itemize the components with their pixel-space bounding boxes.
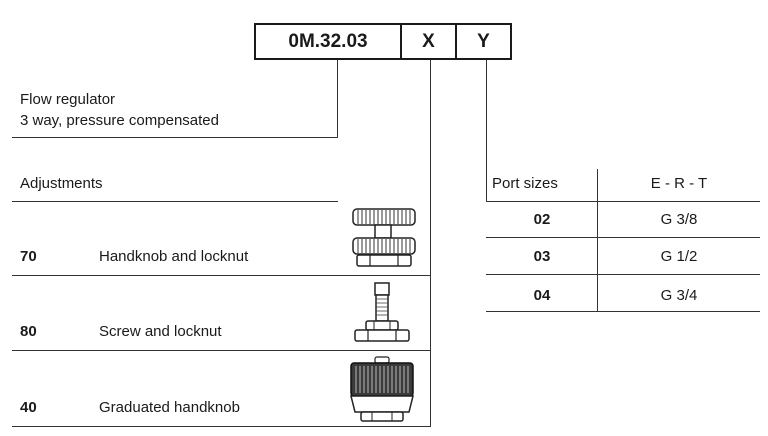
description-line-2: 3 way, pressure compensated [20, 112, 219, 129]
adjustments-heading-rule [12, 201, 338, 202]
description-line-1: Flow regulator [20, 91, 116, 108]
port-sizes-column-header: E - R - T [650, 175, 708, 192]
port-size-04: G 3/4 [660, 287, 698, 304]
code-base-text: 0M.32.03 [288, 30, 368, 52]
screw-locknut-icon [354, 282, 410, 342]
adjustment-row-divider-3 [12, 426, 431, 427]
code-x-text: X [422, 30, 435, 52]
code-x-box: X [400, 23, 457, 60]
base-leader-vertical [337, 60, 338, 137]
adjustment-code-80: 80 [20, 323, 37, 340]
graduated-handknob-icon [350, 356, 414, 422]
adjustment-row-divider-2 [12, 350, 431, 351]
port-sizes-heading: Port sizes [492, 175, 558, 192]
adjustment-label-40: Graduated handknob [99, 399, 240, 416]
port-sizes-header-rule [486, 201, 760, 202]
code-y-text: Y [477, 30, 490, 52]
port-code-03: 03 [533, 248, 551, 265]
code-base-box: 0M.32.03 [254, 23, 402, 60]
handknob-locknut-icon [352, 208, 416, 267]
adjustment-row-divider-1 [12, 275, 431, 276]
port-row-divider-2 [486, 274, 760, 275]
adjustments-heading: Adjustments [20, 175, 103, 192]
port-sizes-column-divider [597, 169, 598, 312]
port-code-02: 02 [533, 211, 551, 228]
port-row-divider-1 [486, 237, 760, 238]
port-row-divider-3 [486, 311, 760, 312]
adjustment-label-80: Screw and locknut [99, 323, 222, 340]
port-code-04: 04 [533, 287, 551, 304]
adjustment-code-40: 40 [20, 399, 37, 416]
port-size-02: G 3/8 [660, 211, 698, 228]
code-y-box: Y [455, 23, 512, 60]
port-size-03: G 1/2 [660, 248, 698, 265]
y-leader-vertical [486, 60, 487, 201]
x-leader-vertical [430, 60, 431, 427]
adjustment-label-70: Handknob and locknut [99, 248, 249, 265]
description-underline [12, 137, 338, 138]
adjustment-code-70: 70 [20, 248, 37, 265]
